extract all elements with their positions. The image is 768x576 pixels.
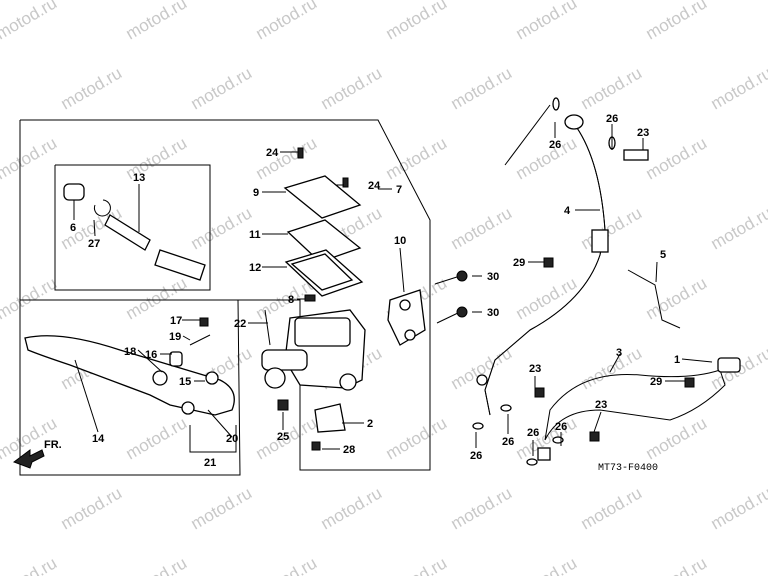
watermark-text: motod.ru [448, 483, 516, 533]
watermark-text: motod.ru [0, 553, 60, 576]
watermark-text: motod.ru [58, 63, 126, 113]
watermark-text: motod.ru [383, 413, 451, 463]
watermark-text: motod.ru [708, 483, 768, 533]
watermark-text: motod.ru [643, 0, 711, 43]
watermark-text: motod.ru [708, 63, 768, 113]
callout-label: 6 [70, 222, 76, 234]
callout-label: 3 [616, 347, 622, 359]
watermark-text: motod.ru [513, 553, 581, 576]
watermark-text: motod.ru [643, 133, 711, 183]
watermark-text: motod.ru [0, 0, 60, 43]
watermark-text: motod.ru [643, 413, 711, 463]
callout-label: 16 [145, 349, 157, 361]
callout-label: 14 [92, 433, 105, 445]
diagram-code: MT73-F0400 [598, 463, 658, 474]
callout-label: 27 [88, 238, 100, 250]
watermark-text: motod.ru [318, 63, 386, 113]
callout-label: 19 [169, 331, 181, 343]
callout-label: 12 [249, 262, 261, 274]
callout-label: 24 [266, 147, 279, 159]
watermark-text: motod.ru [578, 63, 646, 113]
callout-label: 9 [253, 187, 259, 199]
watermark-text: motod.ru [318, 483, 386, 533]
callout-label: 26 [470, 450, 482, 462]
callout-label: 24 [368, 180, 381, 192]
brake-hoses [472, 97, 741, 466]
watermark-text: motod.ru [643, 273, 711, 323]
watermark-text: motod.ru [123, 553, 191, 576]
callout-label: 7 [396, 184, 402, 196]
master-cylinder-body [261, 309, 366, 391]
callout-label: 21 [204, 457, 216, 469]
callout-label: 25 [277, 431, 289, 443]
callout-label: 23 [529, 363, 541, 375]
watermark-text: motod.ru [578, 203, 646, 253]
watermark-text: motod.ru [58, 483, 126, 533]
watermark-text: motod.ru [383, 133, 451, 183]
watermark-text: motod.ru [188, 63, 256, 113]
callout-label: 4 [564, 205, 571, 217]
watermark-text: motod.ru [123, 413, 191, 463]
watermark-text: motod.ru [448, 63, 516, 113]
callout-label: 23 [595, 399, 607, 411]
callout-label: 11 [249, 229, 261, 241]
callout-label: 22 [234, 318, 246, 330]
callout-labels: 24 24 9 11 12 8 7 13 6 27 10 30 30 29 4 … [70, 113, 680, 469]
callout-label: 23 [637, 127, 649, 139]
watermark-text: motod.ru [0, 273, 60, 323]
callout-label: 26 [555, 421, 567, 433]
watermark-text: motod.ru [253, 0, 321, 43]
direction-label: FR. [44, 439, 62, 451]
callout-label: 28 [343, 444, 355, 456]
watermark-text: motod.ru [708, 203, 768, 253]
callout-label: 15 [179, 376, 191, 388]
watermark-text: motod.ru [253, 133, 321, 183]
watermark-text: motod.ru [448, 203, 516, 253]
watermark-text: motod.ru [383, 553, 451, 576]
callout-label: 1 [674, 354, 680, 366]
callout-label: 26 [606, 113, 618, 125]
watermark-text: motod.ru [253, 553, 321, 576]
callout-label: 29 [513, 257, 525, 269]
callout-label: 29 [650, 376, 662, 388]
callout-label: 5 [660, 249, 666, 261]
watermark-text: motod.ru [513, 273, 581, 323]
callout-label: 30 [487, 307, 499, 319]
callout-label: 30 [487, 271, 499, 283]
watermark-text: motod.ru [643, 553, 711, 576]
bolts [434, 270, 468, 324]
callout-label: 2 [367, 418, 373, 430]
callout-label: 18 [124, 346, 136, 358]
watermark-text: motod.ru [188, 203, 256, 253]
callout-label: 26 [502, 436, 514, 448]
callout-label: 10 [394, 235, 406, 247]
reservoir-cap-stack [283, 147, 364, 302]
holder-clamp [387, 289, 426, 346]
brake-lever [24, 309, 346, 451]
front-direction-arrow: FR. [12, 439, 62, 469]
watermark-text: motod.ru [0, 133, 60, 183]
watermark-text: motod.ru [578, 343, 646, 393]
watermark-text: motod.ru [188, 483, 256, 533]
callout-label: 26 [549, 139, 561, 151]
watermark-text: motod.ru [383, 0, 451, 43]
callout-label: 13 [133, 172, 145, 184]
watermark-text: motod.ru [123, 0, 191, 43]
watermark-text: motod.ru [513, 0, 581, 43]
watermark-text: motod.ru [578, 483, 646, 533]
callout-label: 20 [226, 433, 238, 445]
leader-lines [73, 122, 713, 456]
callout-label: 17 [170, 315, 182, 327]
callout-label: 8 [288, 294, 294, 306]
callout-label: 26 [527, 427, 539, 439]
